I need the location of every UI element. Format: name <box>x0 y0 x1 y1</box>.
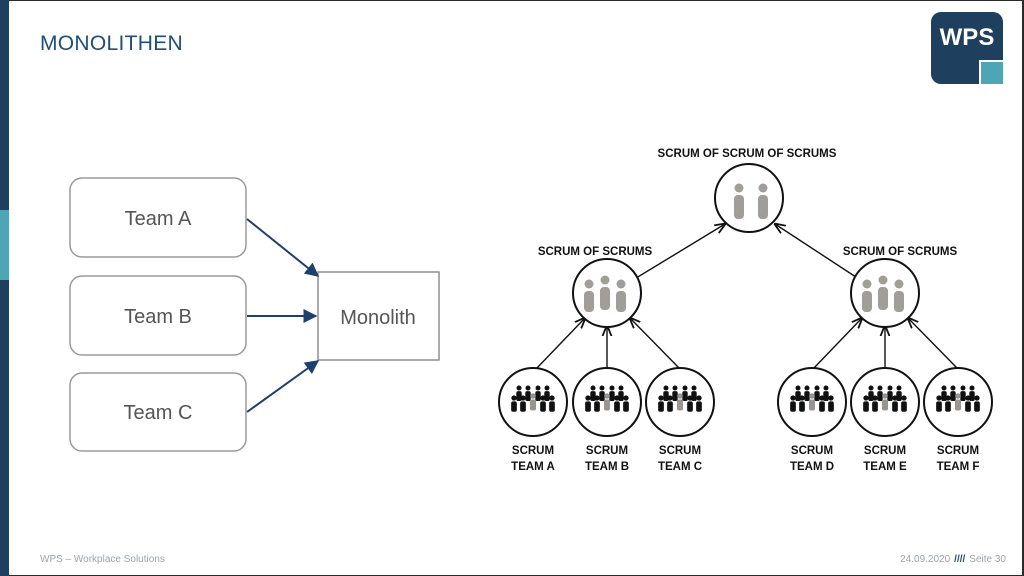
team-a-box <box>69 177 247 258</box>
team-f-people-icon <box>936 385 980 412</box>
scrum-team-e-label-2: TEAM E <box>863 461 907 473</box>
top-people-icon <box>734 183 768 219</box>
scrum-team-d-label-1: SCRUM <box>791 445 833 457</box>
left-accent-bar <box>0 0 9 576</box>
footer-separator: //// <box>954 554 966 565</box>
top-scrum-label: SCRUM OF SCRUM OF SCRUMS <box>658 148 837 160</box>
scrum-team-c-label-1: SCRUM <box>659 445 701 457</box>
monolith-diagram: Team A Team B Team C Monolith <box>69 177 440 452</box>
team-b-label: Team B <box>124 306 192 328</box>
slide-title: MONOLITHEN <box>40 32 184 55</box>
team-c-box <box>69 372 247 452</box>
footer-page: Seite 30 <box>969 554 1006 565</box>
team-b-box <box>69 275 247 356</box>
scrum-team-b-label-2: TEAM B <box>585 461 629 473</box>
mid-scrum-label-right: SCRUM OF SCRUMS <box>843 246 958 258</box>
scrum-team-f-label-2: TEAM F <box>937 461 980 473</box>
arrow-team-f-to-mid <box>908 318 959 370</box>
arrow-team-c <box>246 360 320 413</box>
arrow-team-d-to-mid <box>812 318 862 370</box>
wps-logo: WPS <box>931 12 1003 84</box>
footer-date: 24.09.2020 <box>900 554 951 565</box>
arrow-team-c-to-mid <box>630 318 681 370</box>
scrum-team-a-label-1: SCRUM <box>512 445 554 457</box>
top-scrum-node <box>714 163 784 233</box>
scrum-hierarchy: SCRUM OF SCRUM OF SCRUMS SCRUM OF SCRUMS… <box>498 148 993 473</box>
team-c-label: Team C <box>124 402 193 424</box>
mid-right-people-icon <box>862 275 904 312</box>
left-accent-highlight <box>0 210 9 280</box>
arrow-team-a-to-mid <box>535 318 585 370</box>
monolith-box <box>317 271 440 361</box>
team-c-people-icon <box>658 385 702 412</box>
mid-scrum-label-left: SCRUM OF SCRUMS <box>538 246 653 258</box>
arrow-team-a <box>246 218 320 277</box>
team-e-people-icon <box>863 385 907 412</box>
team-a-people-icon <box>511 385 555 412</box>
scrum-team-b-label-1: SCRUM <box>586 445 628 457</box>
wps-logo-text: WPS <box>940 24 995 51</box>
footer-company: WPS – Workplace Solutions <box>40 554 165 565</box>
arrow-mid-right-to-top <box>775 224 863 282</box>
team-a-label: Team A <box>125 208 192 230</box>
scrum-team-c-label-2: TEAM C <box>658 461 702 473</box>
team-b-people-icon <box>585 385 629 412</box>
mid-left-people-icon <box>584 275 626 312</box>
arrow-mid-left-to-top <box>627 224 725 284</box>
team-d-people-icon <box>790 385 834 412</box>
scrum-team-a-label-2: TEAM A <box>511 461 555 473</box>
scrum-team-f-label-1: SCRUM <box>937 445 979 457</box>
monolith-label: Monolith <box>340 307 416 329</box>
footer-meta: 24.09.2020////Seite 30 <box>900 554 1006 565</box>
scrum-team-e-label-1: SCRUM <box>864 445 906 457</box>
scrum-team-d-label-2: TEAM D <box>790 461 834 473</box>
